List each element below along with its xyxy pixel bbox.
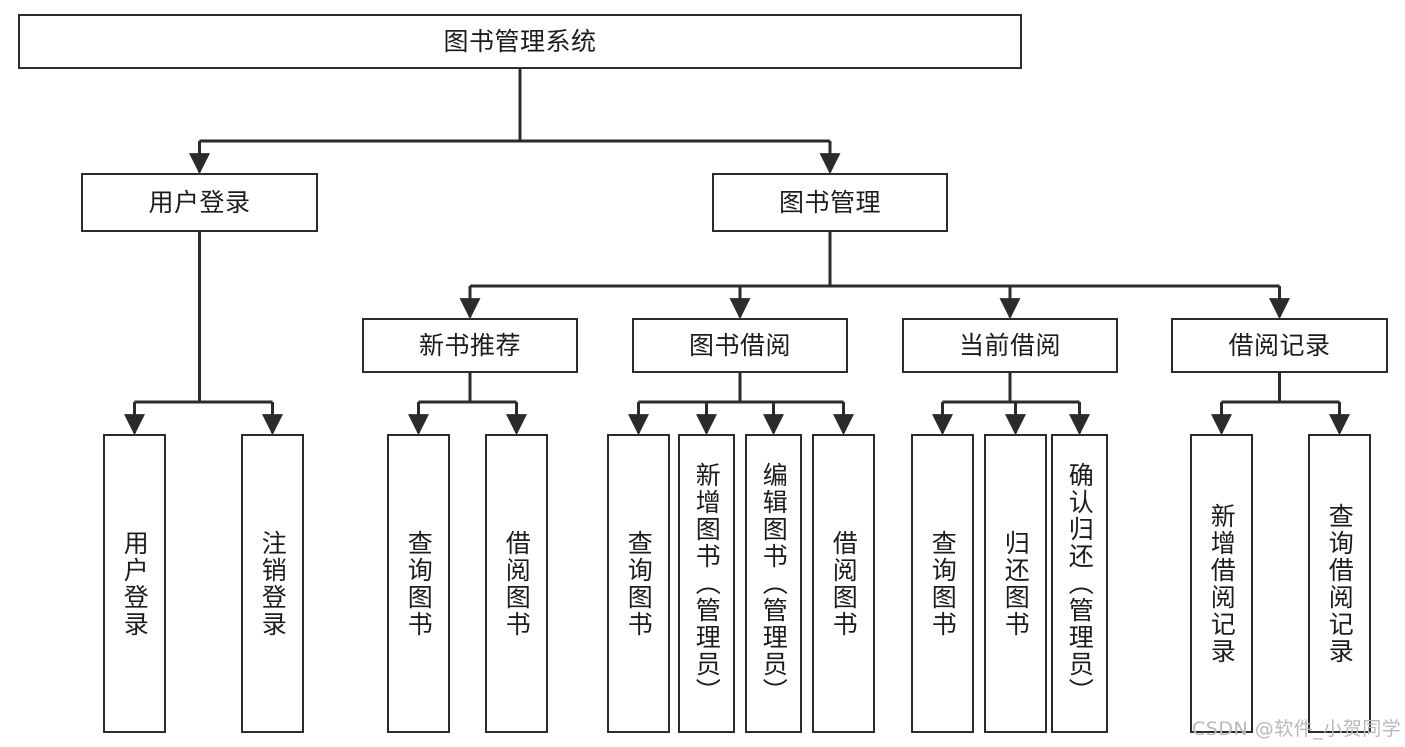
node-label-leaf-borrow-book-rec: 借阅图书 [502,529,532,638]
node-book-manage[interactable]: 图书管理 [712,173,948,232]
node-leaf-user-login[interactable]: 用户登录 [103,434,166,733]
node-book-borrow[interactable]: 图书借阅 [632,318,848,373]
node-label-borrow-records: 借阅记录 [1228,330,1331,360]
node-label-leaf-edit-book-admin: 编辑图书（管理员） [759,462,789,705]
node-leaf-edit-book-admin[interactable]: 编辑图书（管理员） [745,434,802,733]
node-label-leaf-add-borrow-record: 新增借阅记录 [1207,502,1237,665]
node-new-book-rec[interactable]: 新书推荐 [362,318,578,373]
node-leaf-query-borrow-record[interactable]: 查询借阅记录 [1308,434,1371,733]
node-label-leaf-query-book-borrow: 查询图书 [624,529,654,638]
node-leaf-confirm-return-admin[interactable]: 确认归还（管理员） [1051,434,1108,733]
node-label-leaf-user-logout: 注销登录 [258,529,288,638]
node-label-user-login: 用户登录 [148,187,251,217]
node-leaf-query-book-cur[interactable]: 查询图书 [911,434,974,733]
node-current-borrow[interactable]: 当前借阅 [902,318,1118,373]
node-leaf-borrow-book-rec[interactable]: 借阅图书 [485,434,548,733]
node-label-root: 图书管理系统 [443,26,597,56]
node-leaf-return-book[interactable]: 归还图书 [984,434,1047,733]
node-label-leaf-confirm-return-admin: 确认归还（管理员） [1065,462,1095,705]
node-user-login[interactable]: 用户登录 [81,173,318,232]
node-borrow-records[interactable]: 借阅记录 [1171,318,1388,373]
node-leaf-borrow-book[interactable]: 借阅图书 [812,434,875,733]
csdn-watermark: CSDN @软件_小贺同学 [1192,718,1402,740]
node-label-leaf-return-book: 归还图书 [1001,529,1031,638]
node-label-current-borrow: 当前借阅 [958,330,1061,360]
node-label-leaf-query-borrow-record: 查询借阅记录 [1325,502,1355,665]
node-label-leaf-query-book-rec: 查询图书 [404,529,434,638]
node-label-leaf-add-book-admin: 新增图书（管理员） [692,462,722,705]
node-leaf-add-borrow-record[interactable]: 新增借阅记录 [1190,434,1253,733]
node-leaf-user-logout[interactable]: 注销登录 [241,434,304,733]
node-leaf-add-book-admin[interactable]: 新增图书（管理员） [678,434,735,733]
node-label-leaf-borrow-book: 借阅图书 [829,529,859,638]
node-label-leaf-query-book-cur: 查询图书 [928,529,958,638]
node-label-book-borrow: 图书借阅 [688,330,791,360]
node-leaf-query-book-borrow[interactable]: 查询图书 [607,434,670,733]
node-label-book-manage: 图书管理 [778,187,881,217]
node-label-leaf-user-login: 用户登录 [120,529,150,638]
node-root[interactable]: 图书管理系统 [18,14,1022,69]
node-label-new-book-rec: 新书推荐 [418,330,521,360]
node-leaf-query-book-rec[interactable]: 查询图书 [387,434,450,733]
